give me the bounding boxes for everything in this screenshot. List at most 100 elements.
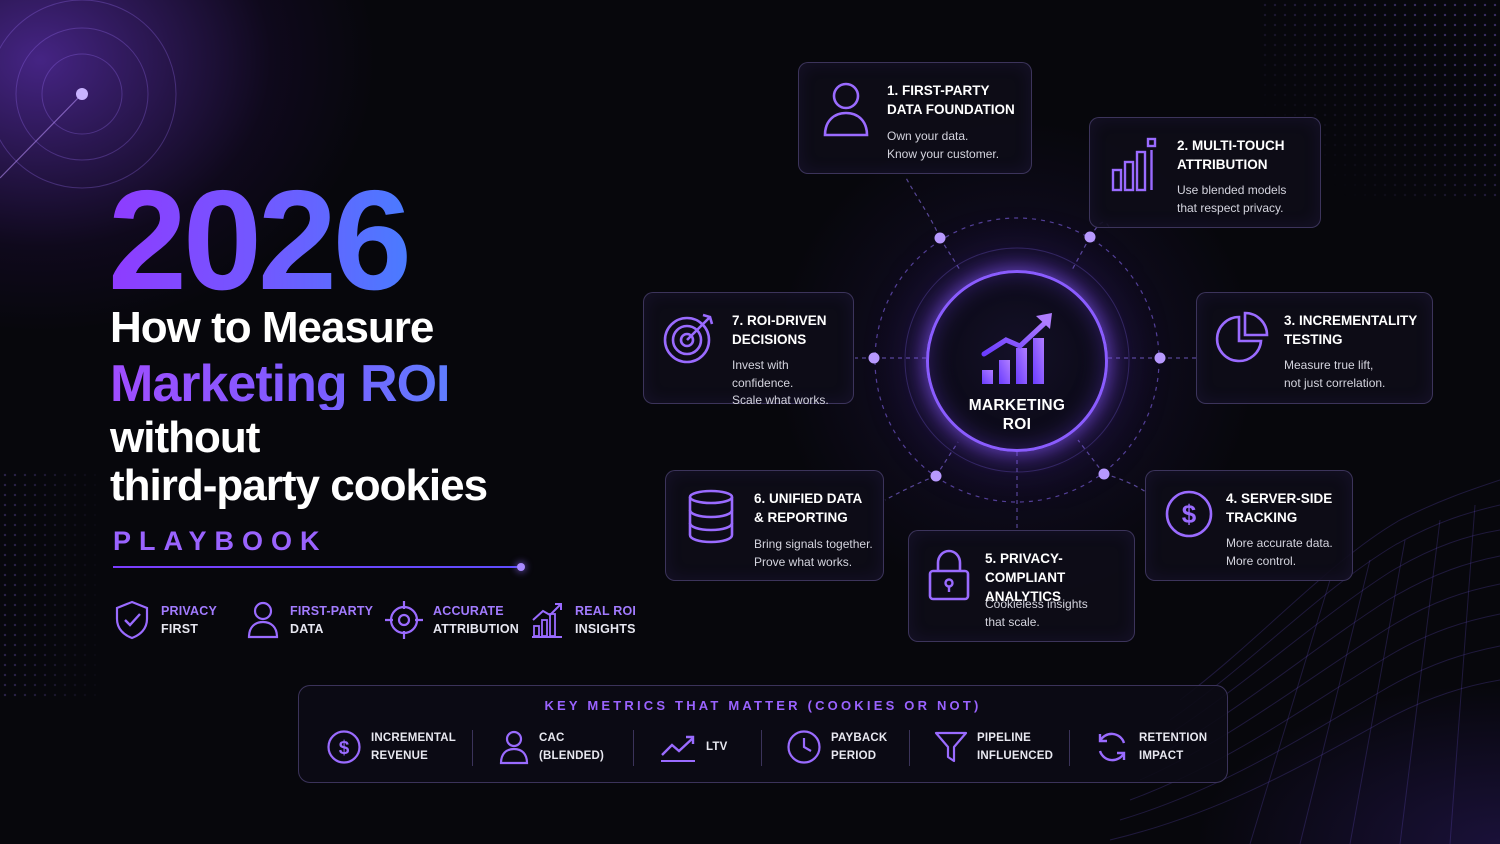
metric-sublabel: IMPACT bbox=[1139, 750, 1184, 762]
hub-label-line-1: MARKETING bbox=[968, 397, 1066, 414]
pillar-label: REAL ROI bbox=[575, 604, 637, 618]
step-description: Invest with confidence. Scale what works… bbox=[732, 357, 853, 410]
step-desc-line-1: Invest with confidence. bbox=[732, 358, 794, 390]
step-title-line-1: 6. UNIFIED DATA bbox=[754, 491, 863, 506]
step-card-4: $ 4. SERVER-SIDE TRACKING More accurate … bbox=[1145, 470, 1353, 581]
step-title-line-1: 7. ROI-DRIVEN bbox=[732, 313, 827, 328]
metric-label: CAC bbox=[539, 732, 565, 744]
step-card-5: 5. PRIVACY-COMPLIANT ANALYTICS Cookieles… bbox=[908, 530, 1135, 642]
step-card-7: 7. ROI-DRIVEN DECISIONS Invest with conf… bbox=[643, 292, 854, 407]
step-desc-line-2: Know your customer. bbox=[887, 146, 1000, 161]
bar-chart-icon bbox=[532, 603, 562, 638]
dollar-icon: $ bbox=[1165, 490, 1213, 538]
step-title: 4. SERVER-SIDE TRACKING bbox=[1226, 489, 1332, 527]
pie-chart-icon bbox=[1215, 311, 1269, 363]
step-desc-line-2: that respect privacy. bbox=[1177, 200, 1284, 215]
metric-pipeline-influenced: PIPELINE INFLUENCED bbox=[934, 727, 1053, 767]
metric-label: PAYBACK bbox=[831, 732, 888, 744]
step-title-line-1: 1. FIRST-PARTY bbox=[887, 83, 990, 98]
dot-pattern-bottom-left bbox=[0, 470, 120, 700]
metric-label: RETENTION bbox=[1139, 732, 1208, 744]
metric-label: LTV bbox=[706, 741, 728, 753]
user-icon bbox=[499, 730, 529, 765]
step-title: 1. FIRST-PARTY DATA FOUNDATION bbox=[887, 81, 1015, 119]
pillar-label: PRIVACY bbox=[161, 604, 218, 618]
metrics-panel bbox=[298, 685, 1228, 783]
pillar-sublabel: INSIGHTS bbox=[575, 622, 636, 636]
metric-sublabel: INFLUENCED bbox=[977, 750, 1054, 762]
bar-chart-icon bbox=[1111, 137, 1157, 192]
pillar-real-roi-insights: REAL ROI INSIGHTS bbox=[529, 598, 636, 642]
step-title-line-2: ANALYTICS bbox=[985, 589, 1062, 604]
step-title: 6. UNIFIED DATA & REPORTING bbox=[754, 489, 862, 527]
corner-ray bbox=[0, 93, 83, 179]
metric-payback-period: PAYBACK PERIOD bbox=[786, 727, 887, 767]
step-desc-line-1: Measure true lift, bbox=[1284, 358, 1374, 372]
metric-sublabel: (BLENDED) bbox=[539, 750, 605, 762]
metric-divider bbox=[761, 730, 762, 766]
step-title: 5. PRIVACY-COMPLIANT ANALYTICS bbox=[985, 549, 1134, 606]
step-title-line-2: DATA FOUNDATION bbox=[887, 102, 1015, 117]
pillar-sublabel: ATTRIBUTION bbox=[433, 622, 519, 636]
clock-icon bbox=[787, 730, 821, 764]
metric-incremental-revenue: $ INCREMENTAL REVENUE bbox=[326, 727, 456, 767]
step-description: More accurate data. More control. bbox=[1226, 535, 1333, 570]
step-desc-line-1: More accurate data. bbox=[1226, 536, 1333, 550]
shield-check-icon bbox=[115, 600, 149, 640]
step-title: 7. ROI-DRIVEN DECISIONS bbox=[732, 311, 827, 349]
dollar-icon: $ bbox=[327, 730, 361, 764]
metric-label: PIPELINE bbox=[977, 732, 1032, 744]
step-desc-line-1: Cookieless insights bbox=[985, 597, 1088, 611]
step-title-line-1: 5. PRIVACY-COMPLIANT bbox=[985, 551, 1066, 585]
step-title: 3. INCREMENTALITY TESTING bbox=[1284, 311, 1417, 349]
step-description: Own your data. Know your customer. bbox=[887, 128, 999, 163]
step-title-line-1: 4. SERVER-SIDE bbox=[1226, 491, 1333, 506]
pillar-label: ACCURATE bbox=[433, 604, 504, 618]
database-icon bbox=[688, 489, 734, 544]
pillar-accurate-attribution: ACCURATE ATTRIBUTION bbox=[385, 598, 519, 642]
headline-year: 2026 bbox=[108, 161, 412, 320]
step-desc-line-2: not just correlation. bbox=[1284, 375, 1386, 390]
metric-sublabel: PERIOD bbox=[831, 750, 877, 762]
pillar-label: FIRST-PARTY bbox=[290, 604, 374, 618]
metric-label: INCREMENTAL bbox=[371, 732, 457, 744]
pillar-sublabel: FIRST bbox=[161, 622, 199, 636]
step-title-line-2: DECISIONS bbox=[732, 332, 807, 347]
playbook-underline-dot bbox=[517, 563, 525, 571]
step-title-line-2: ATTRIBUTION bbox=[1177, 157, 1268, 172]
step-card-2: 2. MULTI-TOUCH ATTRIBUTION Use blended m… bbox=[1089, 117, 1321, 228]
step-desc-line-2: that scale. bbox=[985, 614, 1040, 629]
step-title-line-2: & REPORTING bbox=[754, 510, 848, 525]
step-description: Bring signals together. Prove what works… bbox=[754, 536, 873, 571]
step-desc-line-1: Use blended models bbox=[1177, 183, 1287, 197]
metric-cac: CAC (BLENDED) bbox=[498, 727, 604, 767]
metrics-title: KEY METRICS THAT MATTER (COOKIES OR NOT) bbox=[544, 698, 982, 713]
headline-line-4: third-party cookies bbox=[110, 461, 488, 510]
headline-line-1: How to Measure bbox=[110, 303, 434, 352]
step-desc-line-1: Own your data. bbox=[887, 129, 969, 143]
step-title-line-2: TRACKING bbox=[1226, 510, 1298, 525]
pillar-sublabel: DATA bbox=[290, 622, 324, 636]
headline-line-2: Marketing ROI bbox=[110, 355, 450, 413]
metric-divider bbox=[472, 730, 473, 766]
step-card-3: 3. INCREMENTALITY TESTING Measure true l… bbox=[1196, 292, 1433, 404]
step-title-line-2: TESTING bbox=[1284, 332, 1343, 347]
step-title: 2. MULTI-TOUCH ATTRIBUTION bbox=[1177, 136, 1285, 174]
step-title-line-1: 2. MULTI-TOUCH bbox=[1177, 138, 1285, 153]
funnel-icon bbox=[934, 731, 968, 763]
step-title-line-1: 3. INCREMENTALITY bbox=[1284, 313, 1418, 328]
metric-divider bbox=[909, 730, 910, 766]
user-icon bbox=[823, 82, 869, 137]
metric-divider bbox=[633, 730, 634, 766]
metric-ltv: LTV bbox=[659, 727, 727, 767]
connector-nodes bbox=[868, 231, 1166, 482]
step-description: Measure true lift, not just correlation. bbox=[1284, 357, 1385, 392]
playbook-underline bbox=[113, 566, 523, 568]
lock-icon bbox=[928, 549, 970, 601]
headline-line-3: without bbox=[110, 413, 260, 462]
user-icon bbox=[247, 601, 279, 639]
metric-sublabel: REVENUE bbox=[371, 750, 428, 762]
step-description: Use blended models that respect privacy. bbox=[1177, 182, 1286, 217]
crosshair-icon bbox=[385, 601, 423, 639]
